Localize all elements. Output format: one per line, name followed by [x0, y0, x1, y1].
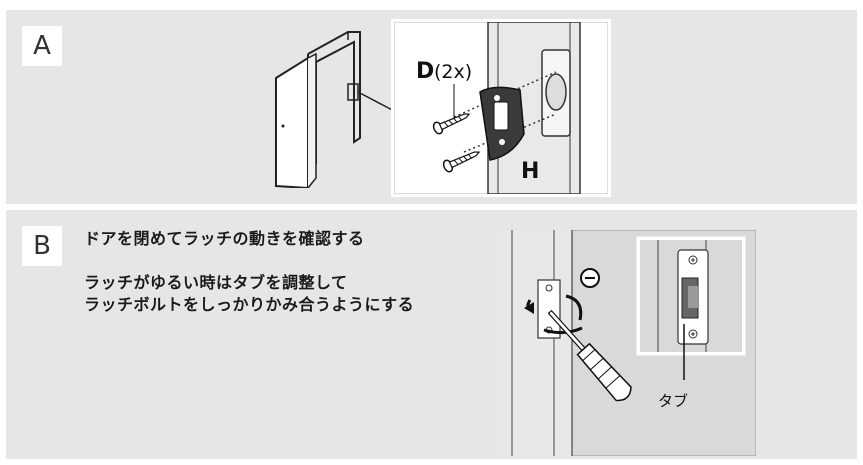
step-b-description-line1: ラッチがゆるい時はタブを調整して: [84, 273, 348, 292]
strike-plate-label: H: [521, 159, 539, 184]
strike-plate-detail: D (2x) H: [393, 21, 609, 195]
step-a-panel: A: [6, 10, 857, 204]
step-b-badge: B: [22, 226, 62, 266]
step-a-badge: A: [22, 26, 62, 66]
screw-label: D: [416, 59, 434, 84]
latch-adjust-illustration: タブ: [493, 229, 757, 457]
tab-label: タブ: [658, 392, 688, 410]
screw-qty: (2x): [434, 61, 472, 83]
door-frame-illustration: [275, 31, 399, 188]
step-b-title: ドアを閉めてラッチの動きを確認する: [84, 229, 365, 248]
step-b-panel: B ドアを閉めてラッチの動きを確認する ラッチがゆるい時はタブを調整して ラッチ…: [6, 210, 857, 459]
step-b-description-line2: ラッチボルトをしっかりかみ合うようにする: [84, 295, 415, 314]
